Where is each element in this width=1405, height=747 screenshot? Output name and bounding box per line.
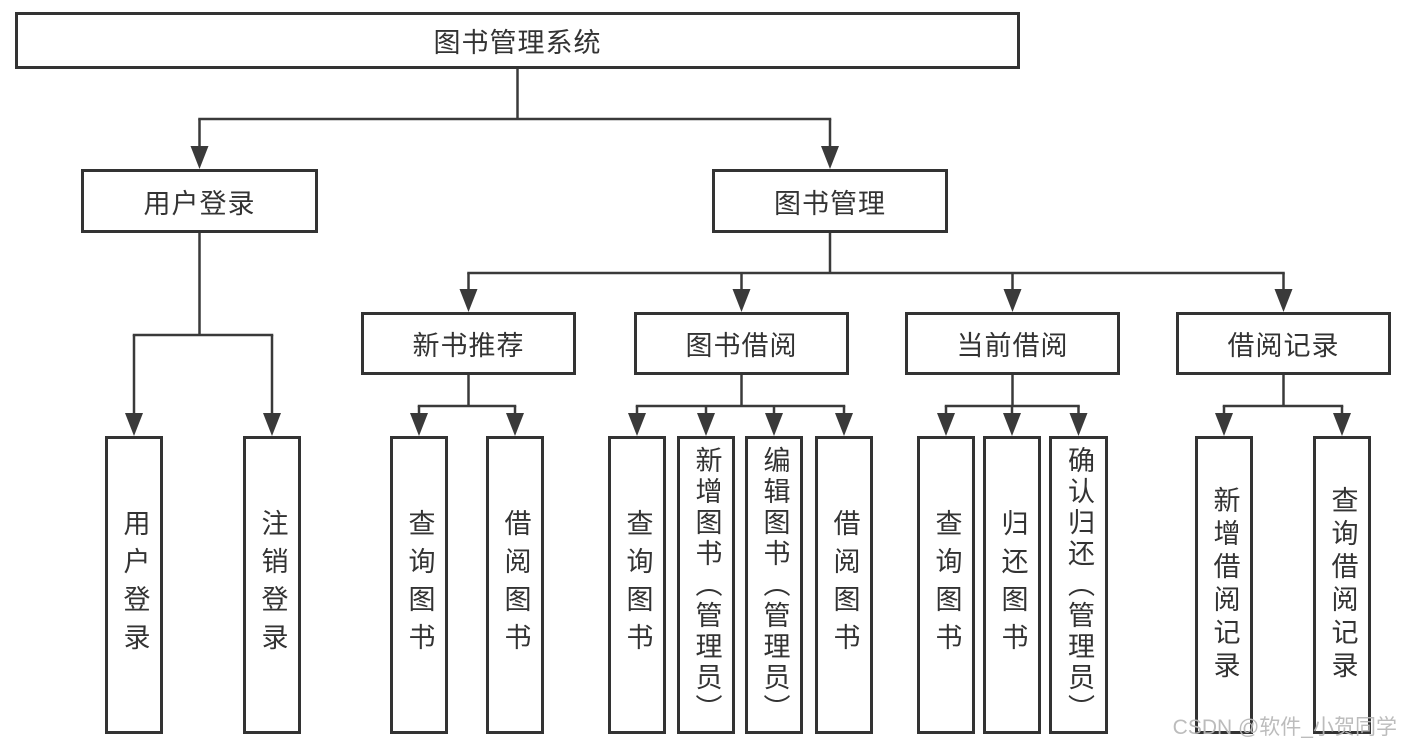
leaf-user-login: 用户登录	[105, 436, 163, 734]
node-label: 借阅记录	[1227, 331, 1340, 361]
node-label: 新增借阅记录	[1209, 486, 1240, 684]
leaf-logout: 注销登录	[243, 436, 301, 734]
leaf-query-books-borrowing: 查询图书	[608, 436, 666, 734]
node-label: 图书借阅	[685, 331, 798, 361]
node-current-borrowing: 当前借阅	[905, 312, 1120, 375]
leaf-borrow-books-borrowing: 借阅图书	[815, 436, 873, 734]
node-label: 借阅图书	[500, 509, 531, 661]
leaf-add-borrow-record: 新增借阅记录	[1195, 436, 1253, 734]
node-label: 当前借阅	[956, 331, 1069, 361]
node-label: 归还图书	[997, 509, 1028, 661]
node-label: 用户登录	[143, 188, 256, 219]
node-label: 查询图书	[931, 509, 962, 661]
node-label: 借阅图书	[829, 509, 860, 661]
leaf-add-books-admin: 新增图书（管理员）	[677, 436, 735, 734]
node-label: 新书推荐	[412, 331, 525, 361]
leaf-query-borrow-record: 查询借阅记录	[1313, 436, 1371, 734]
node-label: 图书管理	[774, 188, 886, 219]
node-user-login: 用户登录	[81, 169, 318, 233]
node-book-management: 图书管理	[712, 169, 948, 233]
leaf-confirm-return-admin: 确认归还（管理员）	[1049, 436, 1108, 734]
node-label: 注销登录	[257, 509, 288, 661]
node-label: 新增图书（管理员）	[691, 445, 722, 725]
node-label: 图书管理系统	[433, 28, 602, 58]
leaf-edit-books-admin: 编辑图书（管理员）	[745, 436, 803, 734]
node-library-management-system: 图书管理系统	[15, 12, 1020, 69]
node-label: 确认归还（管理员）	[1064, 445, 1094, 725]
node-new-book-recommendation: 新书推荐	[361, 312, 576, 375]
node-label: 编辑图书（管理员）	[759, 445, 790, 725]
node-label: 查询图书	[404, 509, 435, 661]
node-label: 查询图书	[622, 509, 653, 661]
leaf-return-books: 归还图书	[983, 436, 1041, 734]
leaf-query-books-recommend: 查询图书	[390, 436, 448, 734]
node-book-borrowing: 图书借阅	[634, 312, 849, 375]
node-label: 用户登录	[119, 509, 150, 661]
node-borrowing-records: 借阅记录	[1176, 312, 1391, 375]
leaf-query-books-current: 查询图书	[917, 436, 975, 734]
leaf-borrow-books-recommend: 借阅图书	[486, 436, 544, 734]
node-label: 查询借阅记录	[1327, 486, 1358, 684]
watermark: CSDN @软件_小贺同学	[1172, 716, 1397, 739]
